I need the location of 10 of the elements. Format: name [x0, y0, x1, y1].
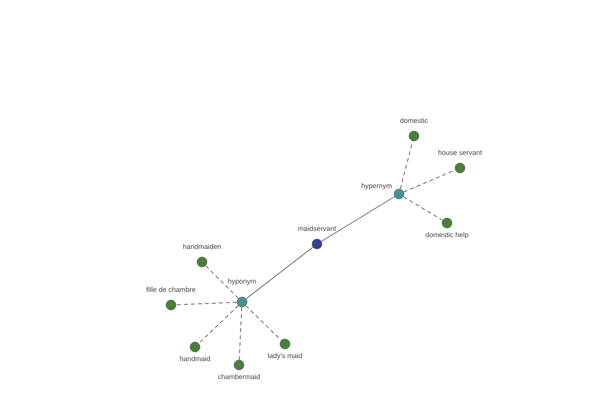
- connector-line: [246, 246, 314, 300]
- dashed-line: [239, 306, 242, 360]
- dashed-line: [198, 305, 238, 344]
- dashed-line: [400, 140, 413, 190]
- dashed-line: [205, 265, 239, 299]
- dashed-line: [403, 196, 443, 221]
- dashed-line: [404, 170, 456, 192]
- connector-line: [321, 196, 395, 242]
- dashed-line: [245, 305, 282, 341]
- dashed-line: [176, 302, 238, 306]
